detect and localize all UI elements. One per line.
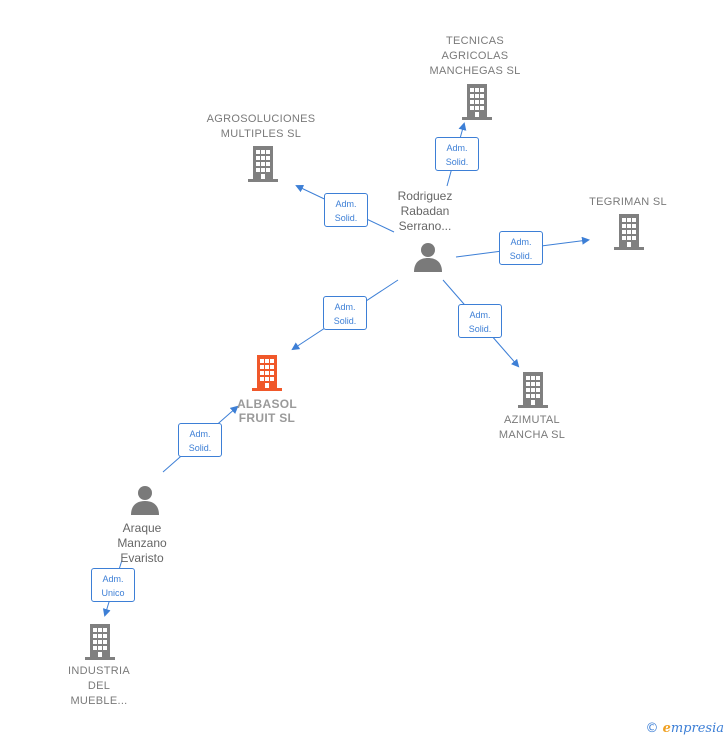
relation-text: Adm. — [335, 199, 357, 209]
node-label-agrosoluciones[interactable]: AGROSOLUCIONES MULTIPLES SL — [198, 112, 324, 142]
label-line: Rabadan — [400, 204, 450, 218]
node-label-tegriman[interactable]: TEGRIMAN SL — [578, 195, 678, 210]
relation-text: Adm. — [469, 310, 491, 320]
node-label-tecnicas[interactable]: TECNICAS AGRICOLAS MANCHEGAS SL — [417, 34, 533, 79]
person-icon-araque[interactable] — [131, 486, 159, 515]
label-line: Manzano — [117, 536, 167, 550]
person-icon-rodriguez[interactable] — [414, 243, 442, 272]
relation-badge-albasol[interactable]: Adm. Solid. — [323, 296, 367, 330]
relation-text: Solid. — [333, 316, 357, 326]
relation-badge-araque-albasol[interactable]: Adm. Solid. — [178, 423, 222, 457]
copyright-icon: © — [645, 721, 659, 736]
relation-badge-tegriman[interactable]: Adm. Solid. — [499, 231, 543, 265]
label-line: MULTIPLES SL — [220, 128, 302, 140]
label-line: Serrano... — [398, 219, 452, 233]
label-line: AGROSOLUCIONES — [206, 113, 316, 125]
relation-text: Solid. — [334, 213, 358, 223]
node-label-albasol[interactable]: ALBASOL FRUIT SL — [222, 397, 312, 425]
label-line: ALBASOL — [236, 397, 298, 411]
building-icon-industria[interactable] — [85, 624, 115, 660]
relation-text: Solid. — [468, 324, 492, 334]
relation-text: Adm. — [102, 574, 124, 584]
brand-logo[interactable]: © empresia — [645, 721, 724, 736]
building-icon-agrosoluciones[interactable] — [248, 146, 278, 182]
relation-text: Adm. — [510, 237, 532, 247]
brand-name: mpresia — [670, 721, 724, 736]
label-line: Araque — [122, 521, 162, 535]
label-line: AGRICOLAS — [441, 50, 509, 62]
relation-text: Adm. — [446, 143, 468, 153]
label-line: Rodriguez — [397, 189, 453, 203]
relation-text: Unico — [101, 588, 125, 598]
label-line: MUEBLE... — [70, 695, 128, 707]
relation-text: Solid. — [445, 157, 469, 167]
relation-text: Solid. — [188, 443, 212, 453]
label-line: TECNICAS — [445, 35, 505, 47]
label-line: DEL — [87, 680, 111, 692]
relation-text: Adm. — [334, 302, 356, 312]
label-line: MANCHA SL — [498, 429, 566, 441]
relation-text: Solid. — [509, 251, 533, 261]
building-icon-tecnicas[interactable] — [462, 84, 492, 120]
label-line: TEGRIMAN SL — [589, 196, 667, 208]
node-label-azimutal[interactable]: AZIMUTAL MANCHA SL — [482, 413, 582, 443]
building-icon-tegriman[interactable] — [614, 214, 644, 250]
building-icon-azimutal[interactable] — [518, 372, 548, 408]
label-line: FRUIT SL — [238, 411, 296, 425]
building-icon-albasol[interactable] — [252, 355, 282, 391]
relation-badge-azimutal[interactable]: Adm. Solid. — [458, 304, 502, 338]
relation-text: Adm. — [189, 429, 211, 439]
brand-initial: e — [662, 721, 671, 736]
label-line: MANCHEGAS SL — [429, 65, 521, 77]
relation-badge-tecnicas[interactable]: Adm. Solid. — [435, 137, 479, 171]
relation-badge-agrosoluciones[interactable]: Adm. Solid. — [324, 193, 368, 227]
node-label-araque[interactable]: Araque Manzano Evaristo — [102, 521, 182, 566]
node-label-industria[interactable]: INDUSTRIA DEL MUEBLE... — [54, 664, 144, 709]
label-line: AZIMUTAL — [504, 414, 560, 426]
label-line: INDUSTRIA — [68, 665, 130, 677]
relation-badge-industria[interactable]: Adm. Unico — [91, 568, 135, 602]
label-line: Evaristo — [120, 551, 164, 565]
node-label-rodriguez[interactable]: Rodriguez Rabadan Serrano... — [385, 189, 465, 234]
